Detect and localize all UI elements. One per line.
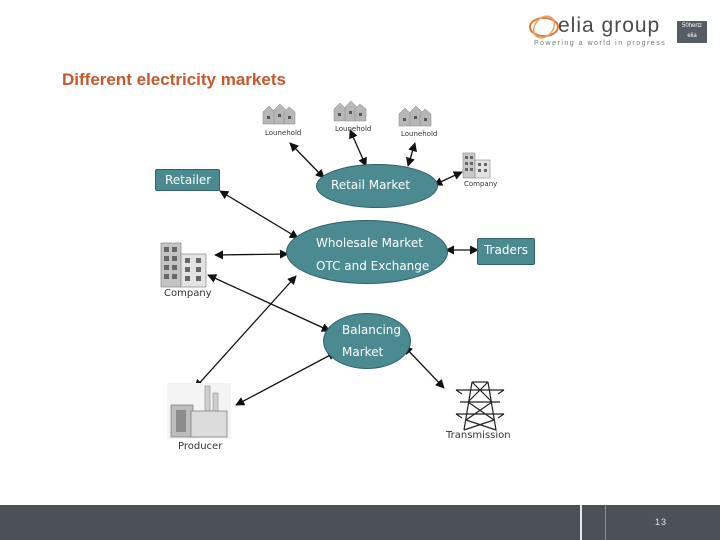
producer-label: Producer: [178, 441, 223, 452]
household-label-3: Lounehold: [401, 130, 438, 138]
brand-side-box: 50hertz elia: [677, 21, 707, 43]
company-icon-small: [462, 151, 492, 184]
arrow-retailer-wholesale: [219, 190, 299, 239]
transmission-label: Transmission: [446, 430, 511, 441]
arrow-company-balancing: [207, 274, 331, 332]
wholesale-market-node: Wholesale Market OTC and Exchange: [286, 220, 448, 284]
brand-side-box-line1: 50hertz: [681, 23, 702, 29]
household-icon-1: [262, 103, 296, 130]
balancing-label-line2: Market: [342, 345, 384, 359]
company-label: Company: [164, 288, 212, 299]
traders-node: Traders: [477, 238, 535, 265]
arrow-household3-retail: [406, 142, 417, 167]
brand-name: elia group: [558, 14, 661, 37]
transmission-tower-icon: [452, 380, 508, 437]
household-icon-3: [398, 105, 432, 132]
arrow-retail-company: [433, 171, 463, 186]
elia-logo-icon: [527, 14, 561, 45]
arrow-producer-wholesale: [194, 275, 297, 389]
wholesale-label-line1: Wholesale Market: [316, 236, 423, 250]
footer-separator: [580, 505, 582, 540]
household-icon-2: [333, 100, 367, 127]
brand-side-box-line2: elia: [687, 33, 697, 39]
producer-icon: [167, 383, 231, 444]
footer-separator-thin: [605, 505, 606, 540]
household-label-2: Lounehold: [335, 125, 372, 133]
page-number: 13: [655, 517, 668, 527]
page-title: Different electricity markets: [62, 70, 286, 89]
footer-bar: [0, 505, 720, 540]
brand-tagline: Powering a world in progress: [534, 40, 667, 47]
company-icon: [160, 240, 208, 293]
wholesale-label-line2: OTC and Exchange: [316, 259, 430, 273]
retail-market-label: Retail Market: [331, 178, 410, 192]
arrow-balancing-transmission: [403, 345, 445, 389]
balancing-market-node: Balancing Market: [323, 313, 411, 369]
company-label-small: Company: [464, 180, 498, 188]
arrow-producer-balancing: [235, 351, 337, 406]
retail-market-node: Retail Market: [316, 164, 438, 208]
balancing-label-line1: Balancing: [342, 323, 402, 337]
retailer-node: Retailer: [155, 169, 220, 191]
arrow-household2-retail: [349, 129, 367, 167]
household-label-1: Lounehold: [265, 129, 302, 137]
arrow-company-wholesale: [214, 249, 289, 260]
arrow-household1-retail: [289, 142, 325, 179]
